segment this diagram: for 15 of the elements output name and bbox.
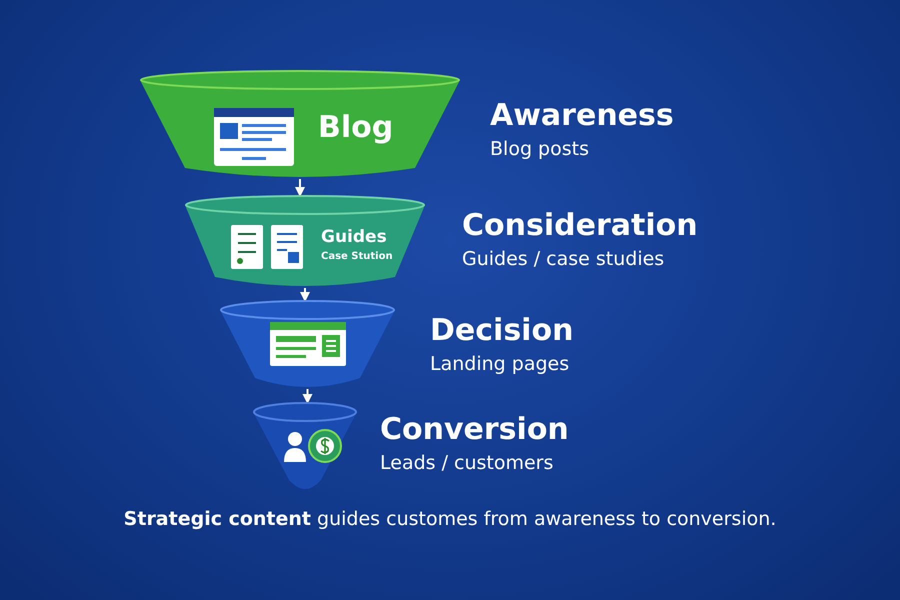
arrow xyxy=(295,179,305,197)
stage-title: Conversion xyxy=(380,412,569,447)
caption: Strategic content guides customes from awareness to conversion. xyxy=(122,508,778,530)
stage-description: Guides / case studies xyxy=(462,248,664,270)
arrow xyxy=(300,288,310,302)
stage-sublabel: Case Stution xyxy=(321,251,393,262)
stage-label: Guides xyxy=(321,227,387,247)
stage-description: Blog posts xyxy=(490,138,589,160)
stage-description: Landing pages xyxy=(430,353,570,375)
stage-title: Awareness xyxy=(490,98,674,133)
stage-description: Leads / customers xyxy=(380,452,554,474)
arrow xyxy=(302,389,312,404)
stage-label: Blog xyxy=(318,110,394,145)
stage-title: Consideration xyxy=(462,208,698,243)
stage-title: Decision xyxy=(430,313,574,348)
